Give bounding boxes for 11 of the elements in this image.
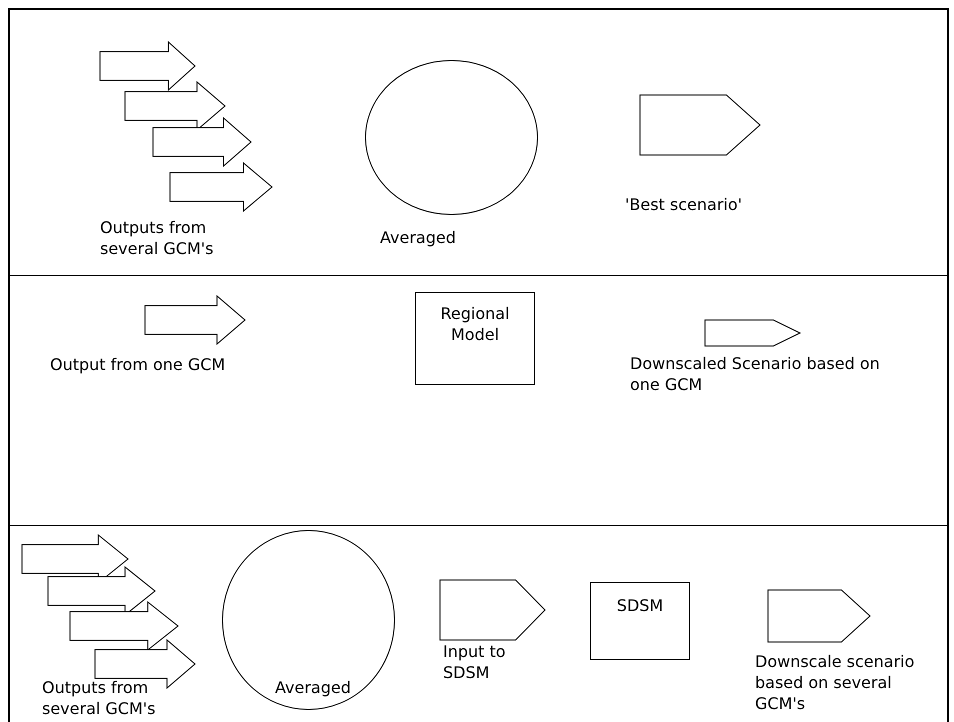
- caption-text: Output from one GCM: [50, 355, 226, 376]
- node-label: Averaged: [275, 678, 352, 699]
- caption-text: Outputs from several GCM's: [100, 218, 215, 260]
- node-label: 'Best scenario': [625, 195, 744, 216]
- node-label: Input to SDSM: [443, 642, 507, 684]
- node-label: Averaged: [380, 228, 457, 249]
- node-label: Downscaled Scenario based on one GCM: [630, 354, 881, 396]
- node-label: Regional Model: [439, 304, 511, 346]
- node-label: Downscale scenario based on several GCM's: [755, 652, 916, 714]
- caption-text: Outputs from several GCM's: [42, 678, 157, 720]
- node-label: SDSM: [616, 596, 664, 617]
